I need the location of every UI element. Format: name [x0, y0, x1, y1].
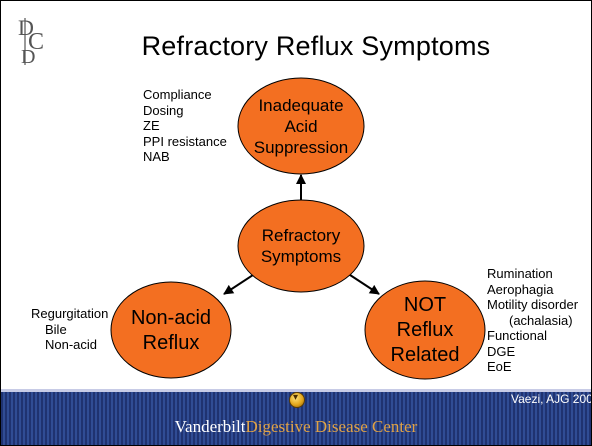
- badge-icon: [289, 392, 305, 408]
- node-top-ellipse: [237, 77, 365, 175]
- node-top-line-3: Suppression: [253, 138, 349, 157]
- node-top-line-1: Inadequate: [258, 96, 344, 115]
- list-item: Rumination: [487, 266, 553, 281]
- list-item: Regurgitation: [31, 306, 109, 321]
- logo-letter-c: C: [28, 29, 44, 55]
- list-item: Compliance: [143, 87, 212, 102]
- footer-top-edge: [1, 389, 591, 392]
- list-item: Bile: [45, 321, 67, 337]
- node-right-label: NOT Reflux Related: [365, 293, 485, 368]
- slide-title: Refractory Reflux Symptoms: [141, 31, 491, 61]
- arrow-to-right: [346, 272, 380, 295]
- footer-banner: Vaezi, AJG 2004 VanderbiltDigestive Dise…: [1, 389, 591, 445]
- list-item: DGE: [487, 343, 516, 359]
- logo-letter-d-top: D: [18, 15, 34, 40]
- arrow-to-left: [223, 272, 257, 295]
- footer-brand: VanderbiltDigestive Disease Center: [1, 417, 591, 437]
- node-center-line-1: Refractory: [261, 226, 341, 245]
- list-right: Rumination Aerophagia Motility disorder …: [487, 266, 578, 375]
- node-left-label: Non-acid Reflux: [111, 306, 231, 356]
- node-top-label: Inadequate Acid Suppression: [241, 95, 361, 158]
- list-item: EoE: [487, 359, 512, 374]
- brand-vanderbilt: Vanderbilt: [174, 417, 246, 436]
- list-left: Regurgitation Bile Non-acid: [31, 306, 108, 353]
- brand-ddc: Digestive Disease Center: [245, 417, 418, 436]
- node-left-line-1: Non-acid: [130, 307, 212, 329]
- list-item: Aerophagia: [487, 281, 554, 297]
- node-left-line-2: Reflux: [142, 332, 200, 354]
- node-right-ellipse: [364, 280, 486, 380]
- list-item: PPI resistance: [143, 133, 227, 149]
- node-center-label: Refractory Symptoms: [241, 225, 361, 267]
- node-center-line-2: Symptoms: [260, 247, 342, 266]
- list-item: Motility disorder: [487, 297, 579, 312]
- diagram: [110, 77, 486, 380]
- citation: Vaezi, AJG 2004: [511, 392, 591, 406]
- list-item: (achalasia): [509, 312, 573, 328]
- list-item: Functional: [487, 328, 547, 343]
- node-top-line-2: Acid: [284, 117, 318, 136]
- list-top-left: Compliance Dosing ZE PPI resistance NAB: [143, 87, 227, 165]
- node-right-line-1: NOT: [403, 294, 447, 316]
- list-item: ZE: [143, 118, 160, 133]
- list-item: NAB: [143, 149, 170, 164]
- node-right-line-2: Reflux: [396, 319, 454, 341]
- node-right-line-3: Related: [390, 344, 460, 366]
- node-center-ellipse: [237, 199, 365, 293]
- ddc-logo: D C D: [18, 15, 44, 67]
- list-item: Dosing: [143, 102, 184, 118]
- node-left-ellipse: [110, 281, 232, 379]
- list-item: Non-acid: [45, 337, 98, 352]
